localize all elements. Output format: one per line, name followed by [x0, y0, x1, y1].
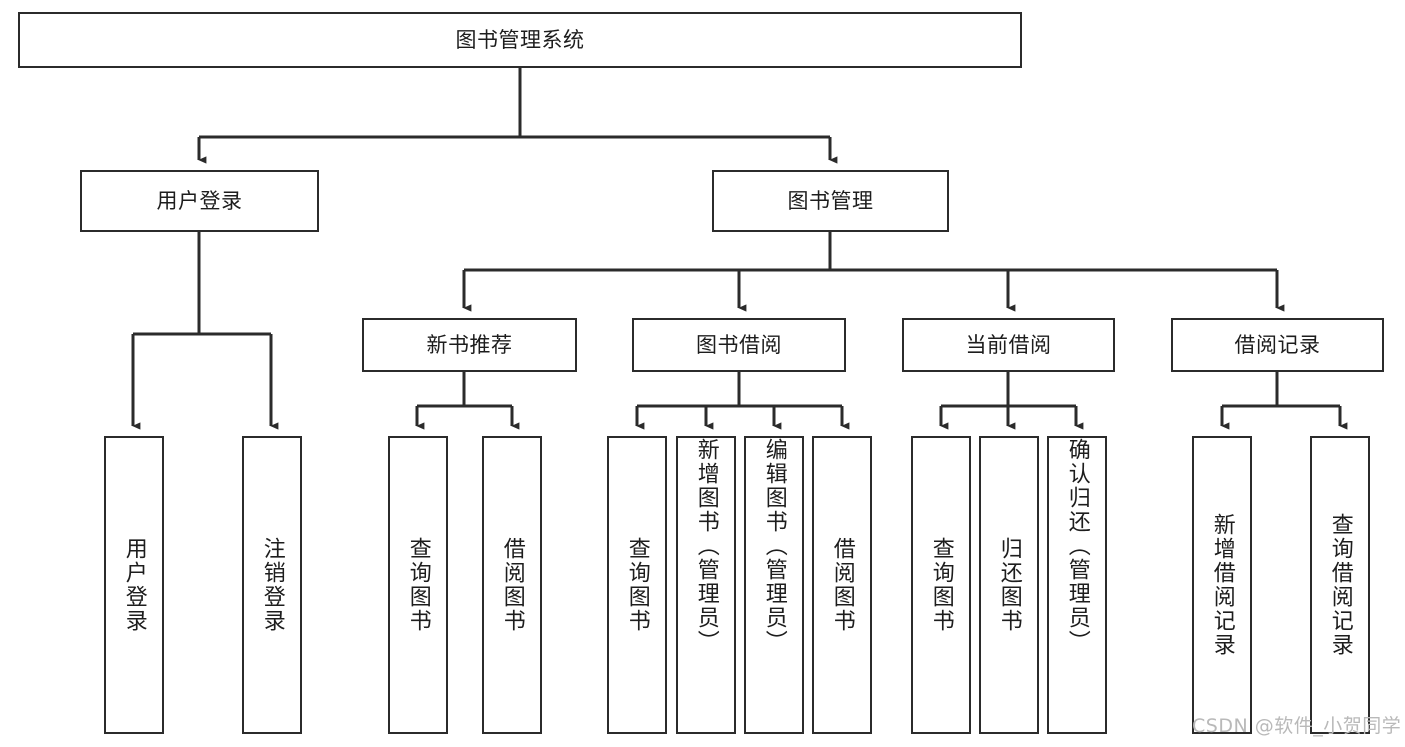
node-leaf-query-book-2[interactable]: 查询图书 — [607, 436, 667, 734]
node-leaf-query-record[interactable]: 查询借阅记录 — [1310, 436, 1370, 734]
node-current-borrow[interactable]: 当前借阅 — [902, 318, 1115, 372]
node-leaf-return-book[interactable]: 归还图书 — [979, 436, 1039, 734]
node-leaf-add-book[interactable]: 新增图书（管理员） — [676, 436, 736, 734]
node-leaf-add-book-label: 新增图书（管理员） — [693, 438, 719, 654]
node-leaf-query-book-1[interactable]: 查询图书 — [388, 436, 448, 734]
node-book-management[interactable]: 图书管理 — [712, 170, 949, 232]
node-book-management-label: 图书管理 — [787, 188, 874, 213]
node-leaf-query-record-label: 查询借阅记录 — [1327, 513, 1353, 657]
node-leaf-user-login[interactable]: 用户登录 — [104, 436, 164, 734]
node-leaf-add-record-label: 新增借阅记录 — [1209, 513, 1235, 657]
node-leaf-query-book-3-label: 查询图书 — [928, 537, 954, 633]
node-leaf-user-login-label: 用户登录 — [121, 537, 147, 633]
node-leaf-return-book-label: 归还图书 — [996, 537, 1022, 633]
node-leaf-borrow-book-1[interactable]: 借阅图书 — [482, 436, 542, 734]
node-new-book-recommend-label: 新书推荐 — [426, 332, 513, 357]
node-leaf-borrow-book-1-label: 借阅图书 — [499, 537, 525, 633]
node-borrow-record[interactable]: 借阅记录 — [1171, 318, 1384, 372]
node-leaf-user-logout[interactable]: 注销登录 — [242, 436, 302, 734]
node-leaf-query-book-2-label: 查询图书 — [624, 537, 650, 633]
node-leaf-confirm-return-label: 确认归还（管理员） — [1064, 438, 1090, 654]
node-leaf-query-book-1-label: 查询图书 — [405, 537, 431, 633]
node-leaf-borrow-book-2[interactable]: 借阅图书 — [812, 436, 872, 734]
node-leaf-edit-book[interactable]: 编辑图书（管理员） — [744, 436, 804, 734]
node-leaf-user-logout-label: 注销登录 — [259, 537, 285, 633]
node-leaf-confirm-return[interactable]: 确认归还（管理员） — [1047, 436, 1107, 734]
node-user-login[interactable]: 用户登录 — [80, 170, 319, 232]
node-leaf-borrow-book-2-label: 借阅图书 — [829, 537, 855, 633]
node-root[interactable]: 图书管理系统 — [18, 12, 1022, 68]
node-book-borrow-label: 图书借阅 — [696, 332, 782, 357]
node-borrow-record-label: 借阅记录 — [1234, 332, 1321, 357]
node-user-login-label: 用户登录 — [156, 188, 243, 213]
node-current-borrow-label: 当前借阅 — [965, 332, 1052, 357]
node-new-book-recommend[interactable]: 新书推荐 — [362, 318, 577, 372]
node-leaf-query-book-3[interactable]: 查询图书 — [911, 436, 971, 734]
node-leaf-edit-book-label: 编辑图书（管理员） — [761, 438, 787, 654]
node-root-label: 图书管理系统 — [455, 27, 585, 52]
node-leaf-add-record[interactable]: 新增借阅记录 — [1192, 436, 1252, 734]
node-book-borrow[interactable]: 图书借阅 — [632, 318, 846, 372]
